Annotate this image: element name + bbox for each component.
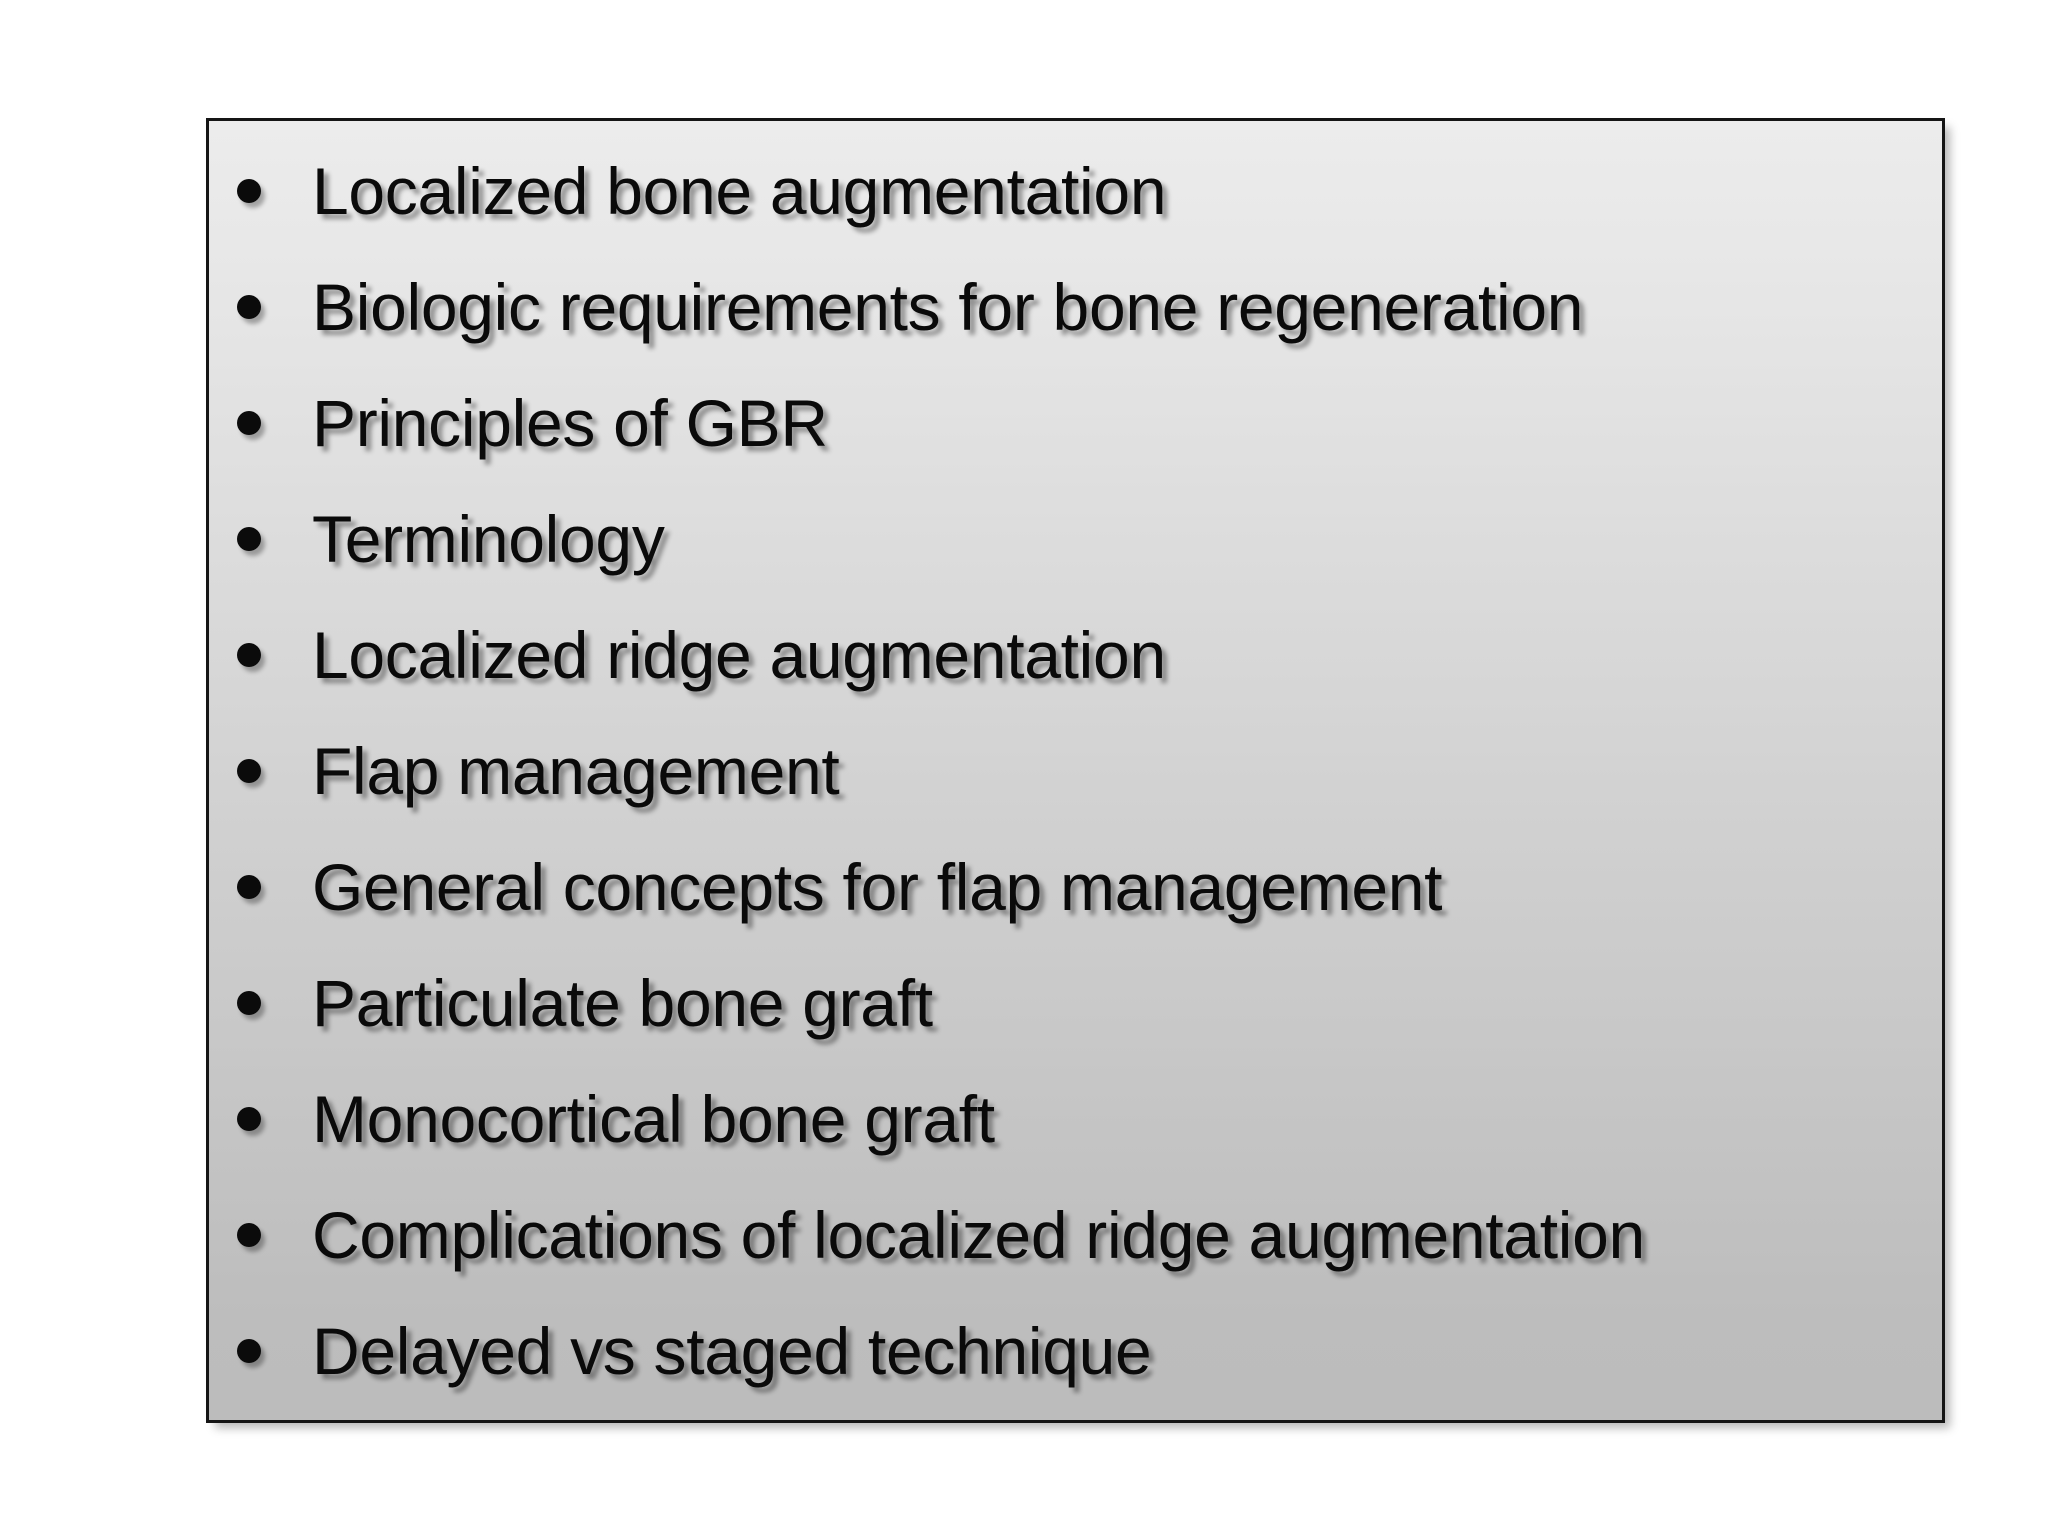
list-item[interactable]: Principles of GBR bbox=[234, 367, 1934, 479]
bullet-point-icon bbox=[237, 179, 261, 203]
list-item-label: Complications of localized ridge augment… bbox=[312, 1198, 1645, 1272]
list-item-label: General concepts for flap management bbox=[312, 850, 1443, 924]
list-item[interactable]: Localized ridge augmentation bbox=[234, 599, 1934, 711]
list-item[interactable]: General concepts for flap management bbox=[234, 831, 1934, 943]
list-item[interactable]: Localized bone augmentation bbox=[234, 135, 1934, 247]
list-item[interactable]: Biologic requirements for bone regenerat… bbox=[234, 251, 1934, 363]
bullet-point-icon bbox=[237, 1339, 261, 1363]
list-item[interactable]: Terminology bbox=[234, 483, 1934, 595]
list-item-label: Localized bone augmentation bbox=[312, 154, 1167, 228]
bullet-point-icon bbox=[237, 527, 261, 551]
list-item[interactable]: Particulate bone graft bbox=[234, 947, 1934, 1059]
list-item-label: Delayed vs staged technique bbox=[312, 1314, 1152, 1388]
bullet-point-icon bbox=[237, 875, 261, 899]
bullet-point-icon bbox=[237, 1223, 261, 1247]
list-item[interactable]: Monocortical bone graft bbox=[234, 1063, 1934, 1175]
bullet-point-icon bbox=[237, 295, 261, 319]
bullet-point-icon bbox=[237, 411, 261, 435]
list-item[interactable]: Flap management bbox=[234, 715, 1934, 827]
list-item-label: Localized ridge augmentation bbox=[312, 618, 1166, 692]
list-item[interactable]: Delayed vs staged technique bbox=[234, 1295, 1934, 1407]
list-item-label: Principles of GBR bbox=[312, 386, 828, 460]
list-item[interactable]: Complications of localized ridge augment… bbox=[234, 1179, 1934, 1291]
bullet-list: Localized bone augmentation Biologic req… bbox=[209, 121, 1942, 1420]
bullet-point-icon bbox=[237, 759, 261, 783]
list-item-label: Biologic requirements for bone regenerat… bbox=[312, 270, 1584, 344]
bullet-point-icon bbox=[237, 643, 261, 667]
list-item-label: Particulate bone graft bbox=[312, 966, 933, 1040]
list-item-label: Flap management bbox=[312, 734, 840, 808]
slide-content-box: Localized bone augmentation Biologic req… bbox=[206, 118, 1945, 1423]
bullet-point-icon bbox=[237, 991, 261, 1015]
bullet-point-icon bbox=[237, 1107, 261, 1131]
list-item-label: Terminology bbox=[312, 502, 665, 576]
list-item-label: Monocortical bone graft bbox=[312, 1082, 995, 1156]
